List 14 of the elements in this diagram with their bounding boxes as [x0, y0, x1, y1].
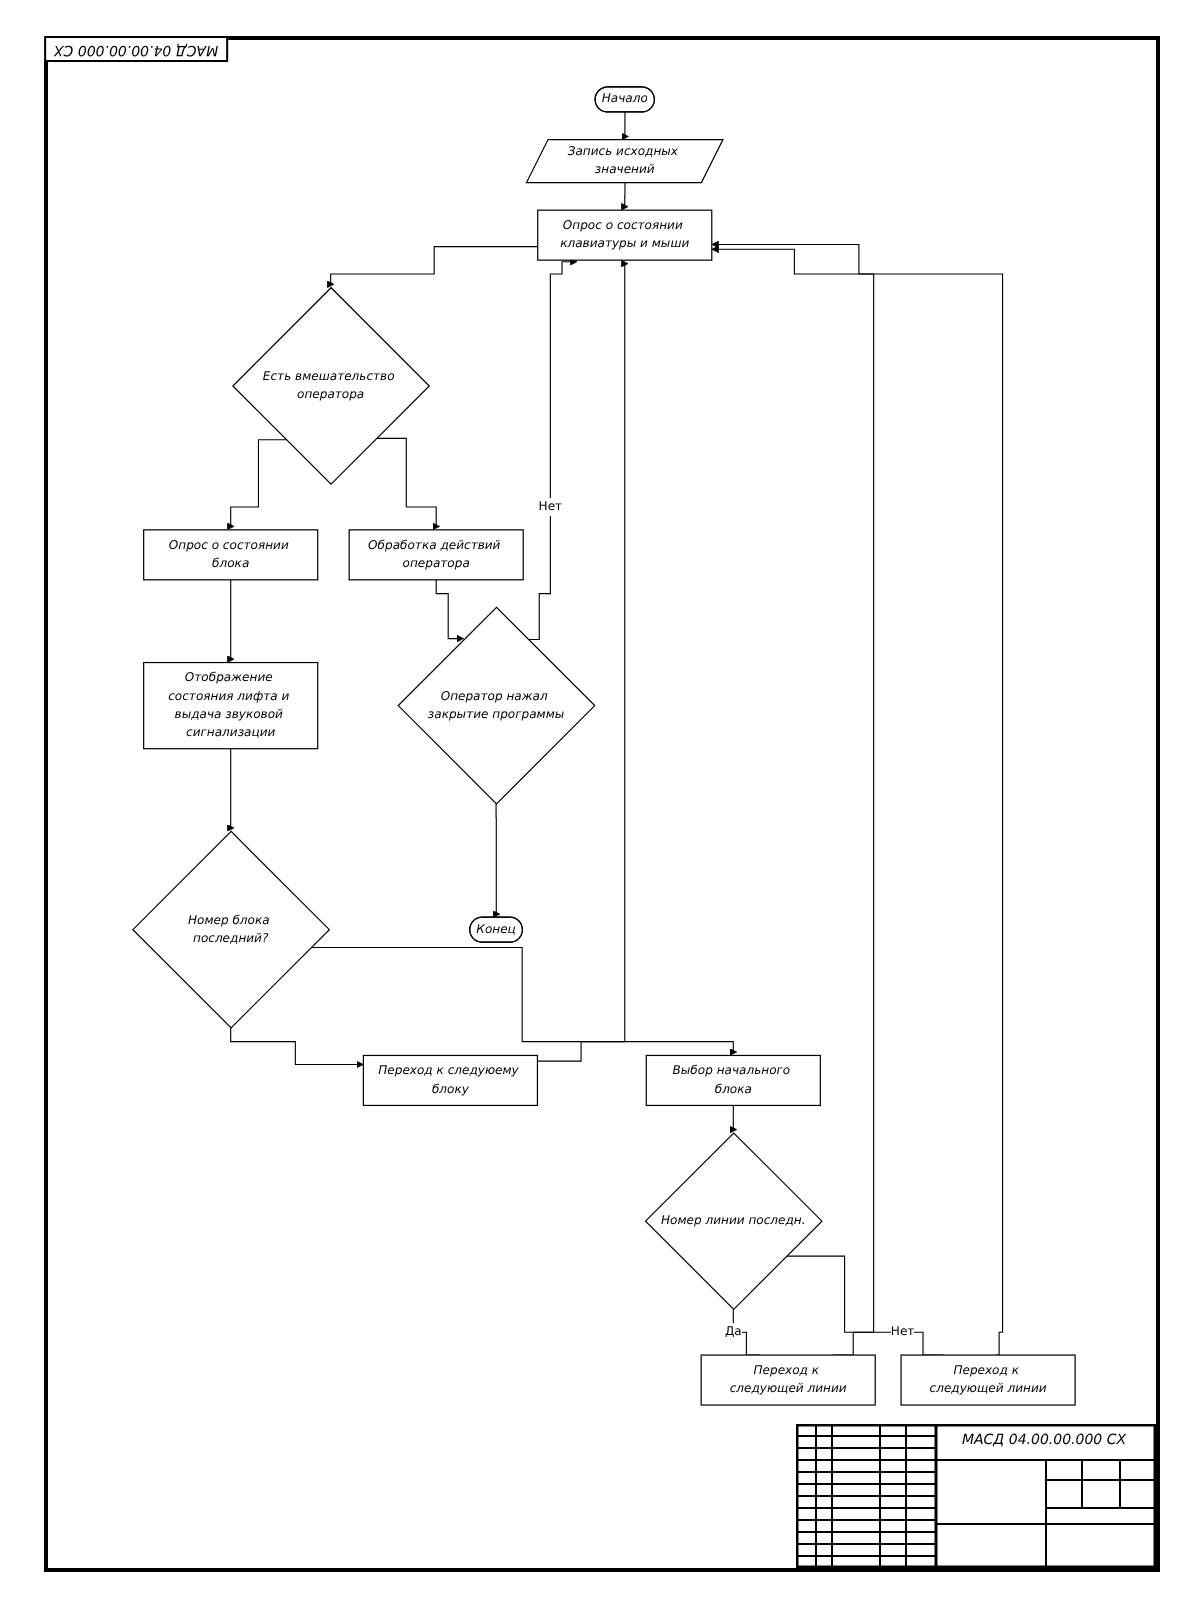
arrow: [536, 259, 629, 1062]
arrow: [527, 257, 578, 640]
arrow: [492, 803, 501, 918]
arrow: [230, 1027, 364, 1069]
arrow: [729, 1104, 738, 1134]
arrow: [326, 246, 539, 289]
arrow: [226, 579, 235, 663]
arrow: [620, 182, 629, 211]
arrow: [226, 748, 235, 832]
arrow: [621, 111, 629, 141]
arrow: [310, 947, 738, 1056]
arrow: [435, 579, 464, 643]
arrow: [375, 437, 440, 531]
arrow: [226, 439, 287, 531]
